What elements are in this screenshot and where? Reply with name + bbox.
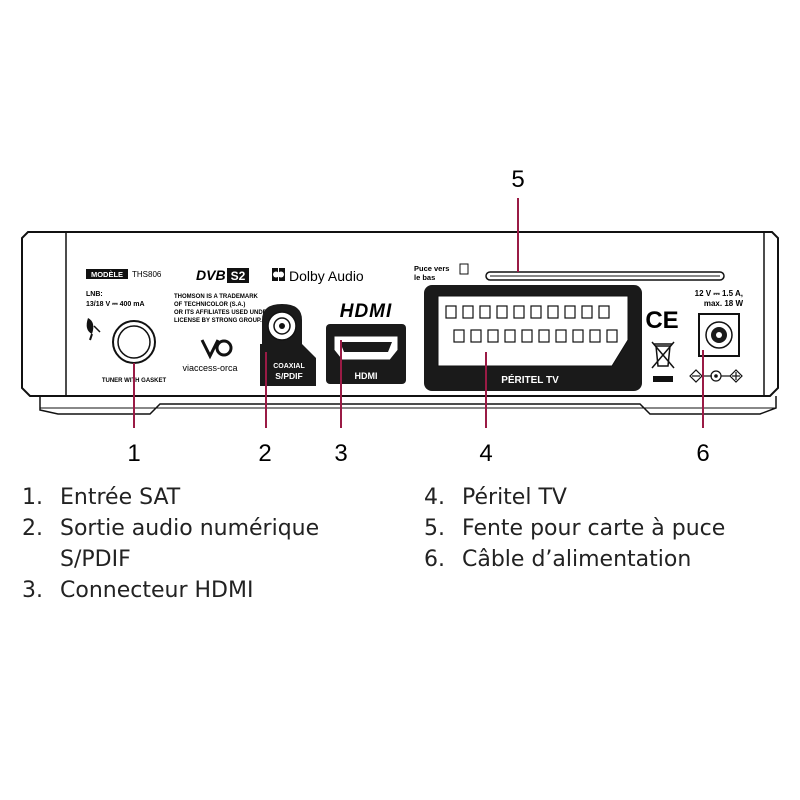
scart-pin [470,329,482,343]
scart-pin [538,329,550,343]
legend-item-number: 1. [22,485,43,510]
coaxial-label-2: S/PDIF [275,371,302,381]
callout-1: 1 [127,440,140,467]
legend-column-right: 4. Péritel TV 5. Fente pour carte à puce 6… [424,482,725,575]
trademark-line-4: LICENSE BY STRONG GROUP. [174,318,262,324]
legend-item-number: 6. [424,547,445,572]
scart-pins-bottom [453,329,618,343]
trademark-line-2: OF TECHNICOLOR (S.A.) [174,302,245,308]
hdmi-logo: HDMI [340,301,393,322]
chip-hint-line-2: le bas [414,273,435,282]
scart-pin [547,305,559,319]
dolby-audio-logo: Dolby Audio [272,268,364,284]
chip-icon [459,263,469,275]
legend-item-3: 3. Connecteur HDMI [22,575,319,606]
viaccess-logo-text: viaccess-orca [182,363,237,373]
model-number: THS806 [132,270,162,279]
legend-item-2: 2. Sortie audio numérique S/PDIF [22,513,319,575]
callout-6: 6 [696,440,709,467]
scart-pin [564,305,576,319]
legend-item-text: Sortie audio numérique [60,516,320,541]
satellite-dish-icon [86,318,101,341]
legend: 1. Entrée SAT 2. Sortie audio numérique S/… [0,482,800,612]
power-spec-1: 12 V ⎓ 1.5 A, [695,289,743,298]
scart-pin [462,305,474,319]
callout-3: 3 [334,440,347,467]
scart-pin [496,305,508,319]
dolby-logo-text: Dolby Audio [289,268,364,284]
scart-pin [445,305,457,319]
sat-tuner-connector [112,320,156,364]
scart-pin [479,305,491,319]
legend-item-number: 2. [22,516,43,541]
callout-2: 2 [258,440,271,467]
scart-pins-top [445,305,610,319]
legend-item-text: Connecteur HDMI [60,578,254,603]
chip-hint-line-1: Puce vers [414,264,449,273]
lnb-title: LNB: [86,291,103,298]
peritel-scart-connector: PÉRITEL TV [424,285,642,391]
legend-item-text: Fente pour carte à puce [462,516,726,541]
legend-item-6: 6. Câble d’alimentation [424,544,725,575]
legend-item-text: Péritel TV [462,485,567,510]
scart-pin [521,329,533,343]
lnb-spec: 13/18 V ⎓ 400 mA [86,301,145,308]
trademark-line-3: OR ITS AFFILIATES USED UNDER [174,310,272,316]
legend-column-left: 1. Entrée SAT 2. Sortie audio numérique S/… [22,482,319,606]
legend-item-4: 4. Péritel TV [424,482,725,513]
dvb-s2-logo: DVB S2 [196,267,249,283]
scart-pin [598,305,610,319]
scart-pin [513,305,525,319]
scart-pin [487,329,499,343]
ce-mark: CE [645,307,678,334]
scart-pin [504,329,516,343]
scart-pin [606,329,618,343]
scart-pin [572,329,584,343]
device-diagram: MODÈLE THS806 LNB: 13/18 V ⎓ 400 mA TUNE… [21,166,779,467]
scart-pin [453,329,465,343]
legend-item-5: 5. Fente pour carte à puce [424,513,725,544]
hdmi-port-label: HDMI [355,371,378,381]
scart-pin [555,329,567,343]
legend-item-text: Entrée SAT [60,485,181,510]
callout-5: 5 [511,166,524,193]
model-badge-text: MODÈLE [91,270,123,279]
legend-item-number: 5. [424,516,445,541]
dvb-logo-text: DVB [196,267,226,283]
peritel-label: PÉRITEL TV [501,373,559,386]
trademark-line-1: THOMSON IS A TRADEMARK [174,294,259,300]
viaccess-orca-logo: viaccess-orca [182,339,238,373]
coaxial-spdif-connector: COAXIAL S/PDIF [260,304,316,386]
legend-item-1: 1. Entrée SAT [22,482,319,513]
legend-item-number: 3. [22,578,43,603]
callout-4: 4 [479,440,492,467]
legend-item-number: 4. [424,485,445,510]
callout-numbers: 1 2 3 4 5 6 [127,166,709,467]
hdmi-connector: HDMI HDMI [326,301,406,384]
weee-bin-icon [651,341,675,382]
dvb-s2-text: S2 [231,269,246,283]
callout-lines [133,198,704,428]
scart-pin [581,305,593,319]
scart-pin [589,329,601,343]
legend-item-continuation: S/PDIF [60,547,131,572]
smart-card-slot: Puce vers le bas [414,263,725,282]
model-badge: MODÈLE THS806 [86,269,162,279]
scart-pin [530,305,542,319]
coaxial-label-1: COAXIAL [273,363,305,370]
trademark-text: THOMSON IS A TRADEMARK OF TECHNICOLOR (S… [174,294,272,324]
dc-power-jack [698,313,740,357]
power-spec-2: max. 18 W [704,299,744,308]
legend-item-text: Câble d’alimentation [462,547,692,572]
